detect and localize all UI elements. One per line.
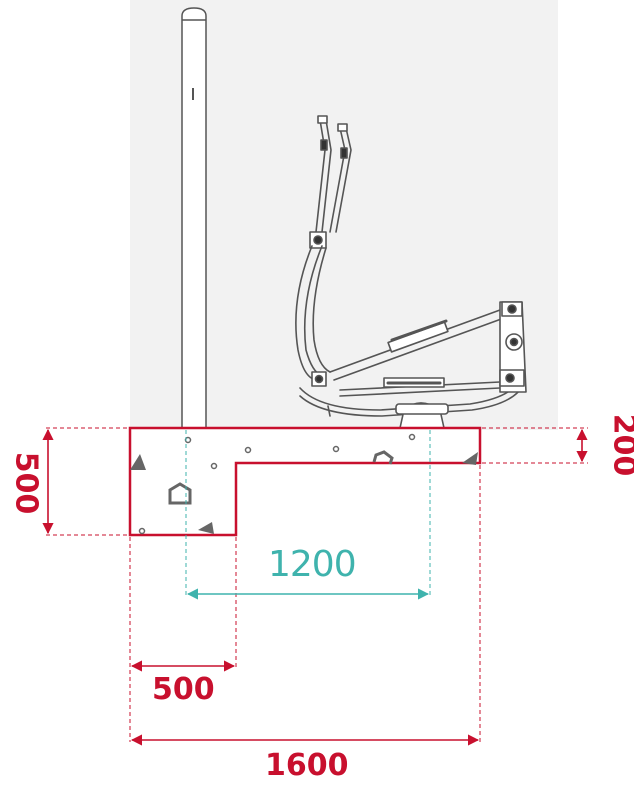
dimension-label-200: 200 — [606, 413, 634, 477]
dimension-label-1200: 1200 — [268, 544, 357, 585]
elliptical-trainer-icon — [295, 115, 527, 429]
dimension-label-1600: 1600 — [265, 748, 349, 783]
dimension-extension-lines — [46, 427, 588, 742]
dimension-label-500-vertical: 500 — [8, 451, 44, 515]
dimension-lines — [42, 428, 588, 746]
concrete-foundation — [128, 426, 482, 537]
post-icon — [181, 7, 207, 429]
dimension-label-500-horizontal: 500 — [152, 672, 215, 707]
